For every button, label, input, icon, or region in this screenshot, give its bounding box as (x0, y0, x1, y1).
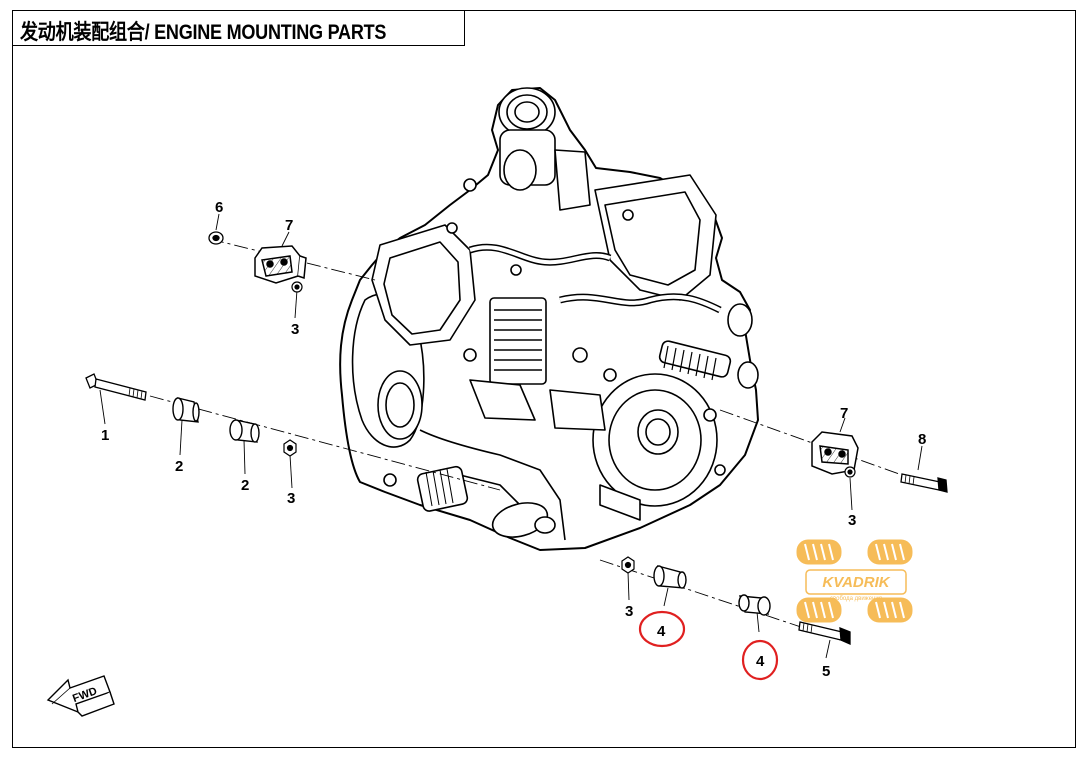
callout-7-upper: 7 (285, 217, 293, 234)
part-3-nut-upper (291, 281, 303, 293)
callout-3-upper: 3 (291, 321, 299, 338)
part-5-bolt (798, 621, 851, 646)
drawing-frame (12, 10, 1076, 748)
part-6-washer (208, 231, 224, 245)
callout-2-b: 2 (241, 477, 249, 494)
callout-8: 8 (918, 431, 926, 448)
part-7-bracket-right (811, 431, 859, 475)
highlight-marks (638, 610, 779, 681)
kvadrik-watermark-logo: KVADRIK свобода движения (796, 539, 913, 623)
callout-1: 1 (101, 427, 109, 444)
callout-2-a: 2 (175, 458, 183, 475)
callout-3-right: 3 (848, 512, 856, 529)
callout-leaders (99, 213, 923, 659)
callout-numbers: 6 7 3 1 2 2 3 7 8 3 3 4 4 5 (101, 199, 926, 680)
part-4-bushing-b (738, 594, 771, 616)
part-7-bracket-upper (254, 245, 307, 284)
part-3-nut-left (283, 439, 297, 457)
part-2-bushing-a (172, 397, 200, 423)
callout-4-a: 4 (657, 623, 666, 640)
engine-assembly (339, 87, 759, 551)
part-1-bolt (85, 373, 147, 401)
callout-6: 6 (215, 199, 223, 216)
part-3-nut-lower (621, 556, 635, 574)
callout-5: 5 (822, 663, 830, 680)
highlight-circle-4a (638, 610, 686, 648)
part-4-bushing-a (653, 565, 687, 589)
callout-3-left: 3 (287, 490, 295, 507)
watermark-tagline: свобода движения (830, 596, 882, 602)
highlight-circle-4b (741, 639, 779, 681)
callout-3-lower: 3 (625, 603, 633, 620)
part-3-nut-right (844, 466, 856, 478)
callout-4-b: 4 (756, 653, 765, 670)
title-box (12, 10, 465, 46)
fwd-arrow-icon: FWD (46, 675, 115, 717)
callout-7-right: 7 (840, 405, 848, 422)
page-title: 发动机装配组合/ ENGINE MOUNTING PARTS (20, 21, 387, 44)
part-8-bolt (900, 473, 948, 493)
part-2-bushing-b (229, 419, 260, 443)
watermark-brand: KVADRIK (822, 574, 890, 591)
